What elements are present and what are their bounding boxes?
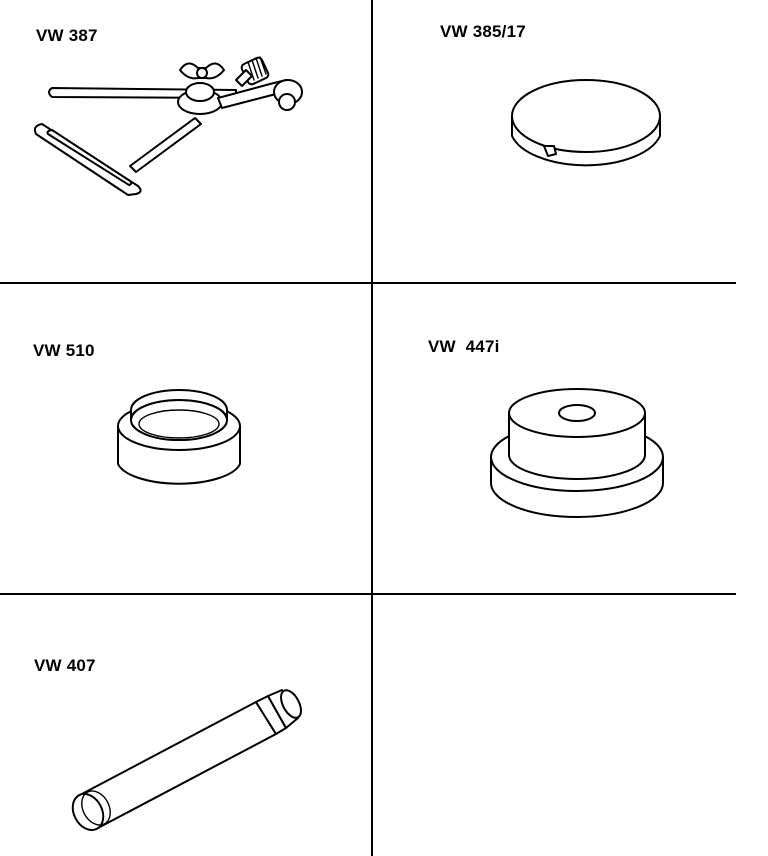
vertical-divider xyxy=(371,0,373,856)
tool-vw-385-17-illustration xyxy=(511,79,661,167)
tool-label-vw-407: VW 407 xyxy=(34,656,96,675)
tool-label-vw-510: VW 510 xyxy=(33,341,95,360)
tool-label-vw-387: VW 387 xyxy=(36,26,98,45)
tool-vw-447i-illustration xyxy=(490,388,664,518)
tool-label-vw-385-17: VW 385/17 xyxy=(440,22,526,41)
tool-vw-407-illustration xyxy=(71,689,302,832)
tool-vw-387-illustration xyxy=(33,56,303,196)
tool-vw-510-illustration xyxy=(117,389,241,485)
tool-label-vw-447i: VW 447i xyxy=(428,337,500,356)
horizontal-divider-2 xyxy=(0,593,736,595)
horizontal-divider-1 xyxy=(0,282,736,284)
